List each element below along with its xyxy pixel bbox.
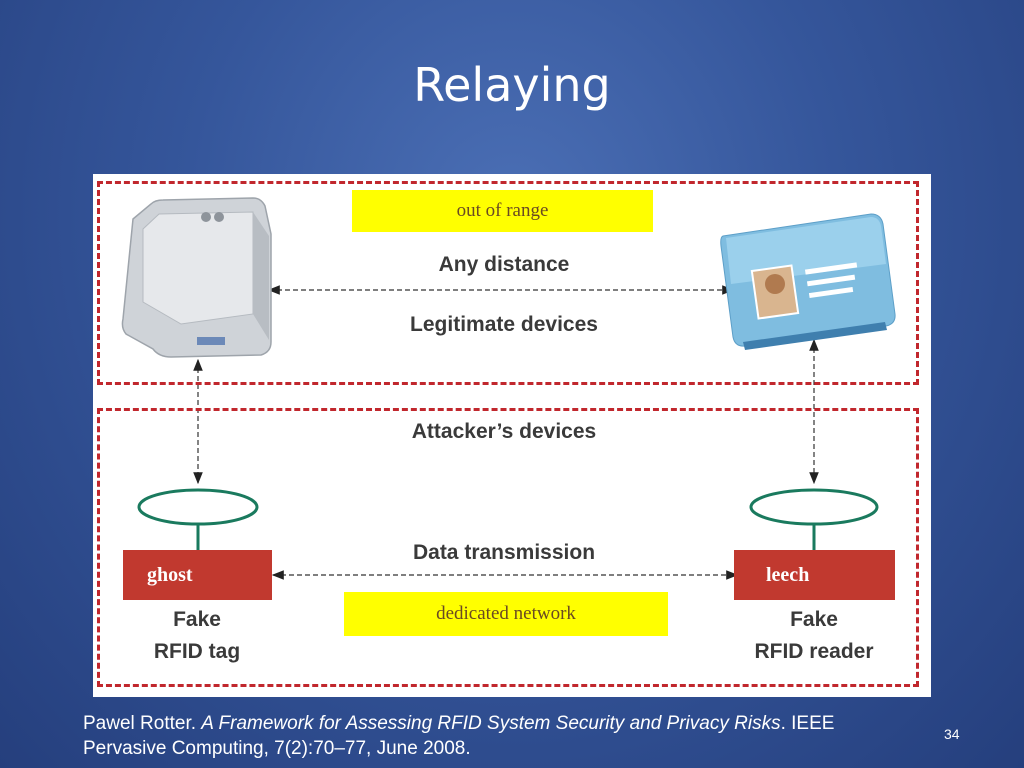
fake-reader-line2: RFID reader xyxy=(754,640,874,663)
slide-title: Relaying xyxy=(413,58,611,112)
fake-tag-line2: RFID tag xyxy=(153,640,241,663)
leech-box: leech xyxy=(734,550,895,600)
smart-id-card-icon xyxy=(720,213,896,350)
any-distance-label: Any distance xyxy=(438,253,570,276)
legitimate-zone-border xyxy=(97,181,919,385)
citation: Pawel Rotter. A Framework for Assessing … xyxy=(83,711,843,761)
page-number: 34 xyxy=(944,726,960,742)
fake-reader-line1: Fake xyxy=(790,608,838,631)
citation-rest: . IEEE Pervasive Computing, 7(2):70–77, … xyxy=(83,713,835,759)
relay-attack-diagram: Smart ID Cards out of range Any distance… xyxy=(93,174,931,697)
legitimate-devices-label: Legitimate devices xyxy=(410,313,598,336)
dedicated-network-callout: dedicated network xyxy=(344,592,668,636)
citation-author: Pawel Rotter. xyxy=(83,713,196,734)
diagram-lines xyxy=(121,197,896,580)
rfid-reader-icon xyxy=(121,197,272,358)
data-transmission-label: Data transmission xyxy=(412,541,596,564)
ghost-box: ghost xyxy=(123,550,272,600)
citation-title: A Framework for Assessing RFID System Se… xyxy=(201,713,781,734)
attacker-zone-border xyxy=(97,408,919,687)
fake-tag-line1: Fake xyxy=(173,608,221,631)
attackers-devices-label: Attacker’s devices xyxy=(411,420,597,443)
out-of-range-callout: out of range xyxy=(352,190,653,232)
